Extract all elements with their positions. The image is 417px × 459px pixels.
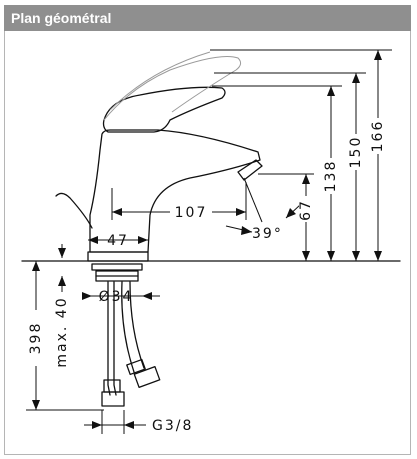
lever-handle [102,86,226,133]
dim-150-label: 150 [348,136,364,169]
dim-thread-label: G3/8 [152,418,193,434]
faucet-base [87,251,149,262]
dim-138-label: 138 [323,160,339,193]
lever-handle-open [103,56,242,121]
dim-angle-label: 39° [252,226,283,242]
header-bar: Plan géométral [4,5,411,31]
dim-398-label: 398 [28,322,44,355]
aerator [237,159,263,181]
fitting-left-nut [103,379,121,393]
dim-166-label: 166 [370,120,386,153]
dim-34-label: Ø34 [99,289,134,305]
dim-max40-label: max. 40 [54,296,70,367]
dim-47-label: 47 [107,233,129,249]
fitting-right-nut [126,358,146,376]
fitting-left [101,391,125,407]
fitting-right [133,366,161,388]
arrowheads [32,50,382,429]
dim-107-label: 107 [175,205,208,221]
dim-67-label: 67 [298,199,314,221]
page-title: Plan géométral [11,10,112,26]
popup-rod [55,192,93,229]
mount-nut [91,263,143,271]
drawing-frame [4,5,411,455]
faucet-body [89,129,261,253]
